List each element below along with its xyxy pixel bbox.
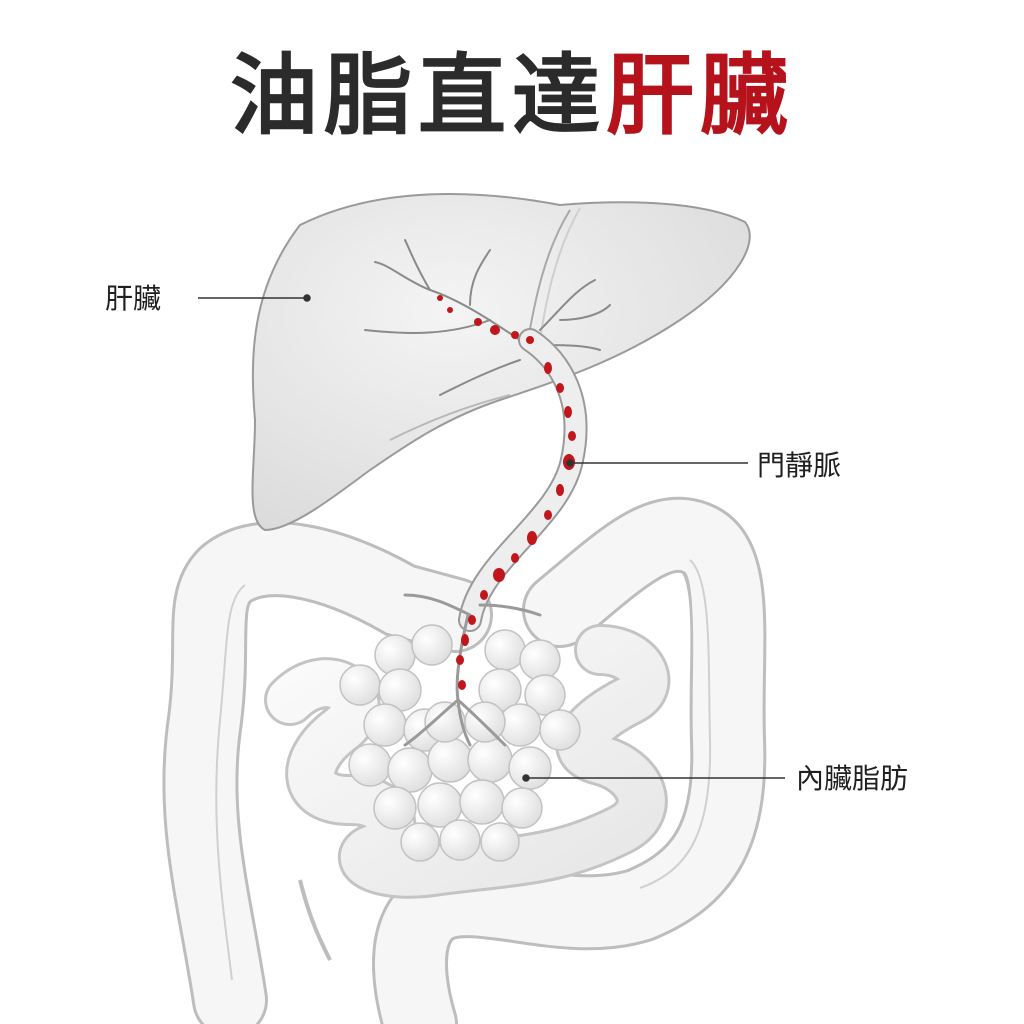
label-portal-vein: 門靜脈: [757, 449, 842, 482]
leader-lines: [198, 294, 785, 782]
title-part-1: 油脂直達: [229, 44, 606, 147]
label-visceral-fat: 內臟脂肪: [796, 762, 909, 795]
label-liver: 肝臟: [105, 282, 162, 315]
title-part-2: 肝臟: [606, 44, 795, 147]
small-intestine: [264, 624, 671, 899]
visceral-fat-cluster: [339, 624, 581, 862]
liver: [251, 193, 751, 532]
diagram-title: 油脂直達肝臟: [0, 52, 1024, 140]
large-intestine: [162, 496, 767, 1024]
